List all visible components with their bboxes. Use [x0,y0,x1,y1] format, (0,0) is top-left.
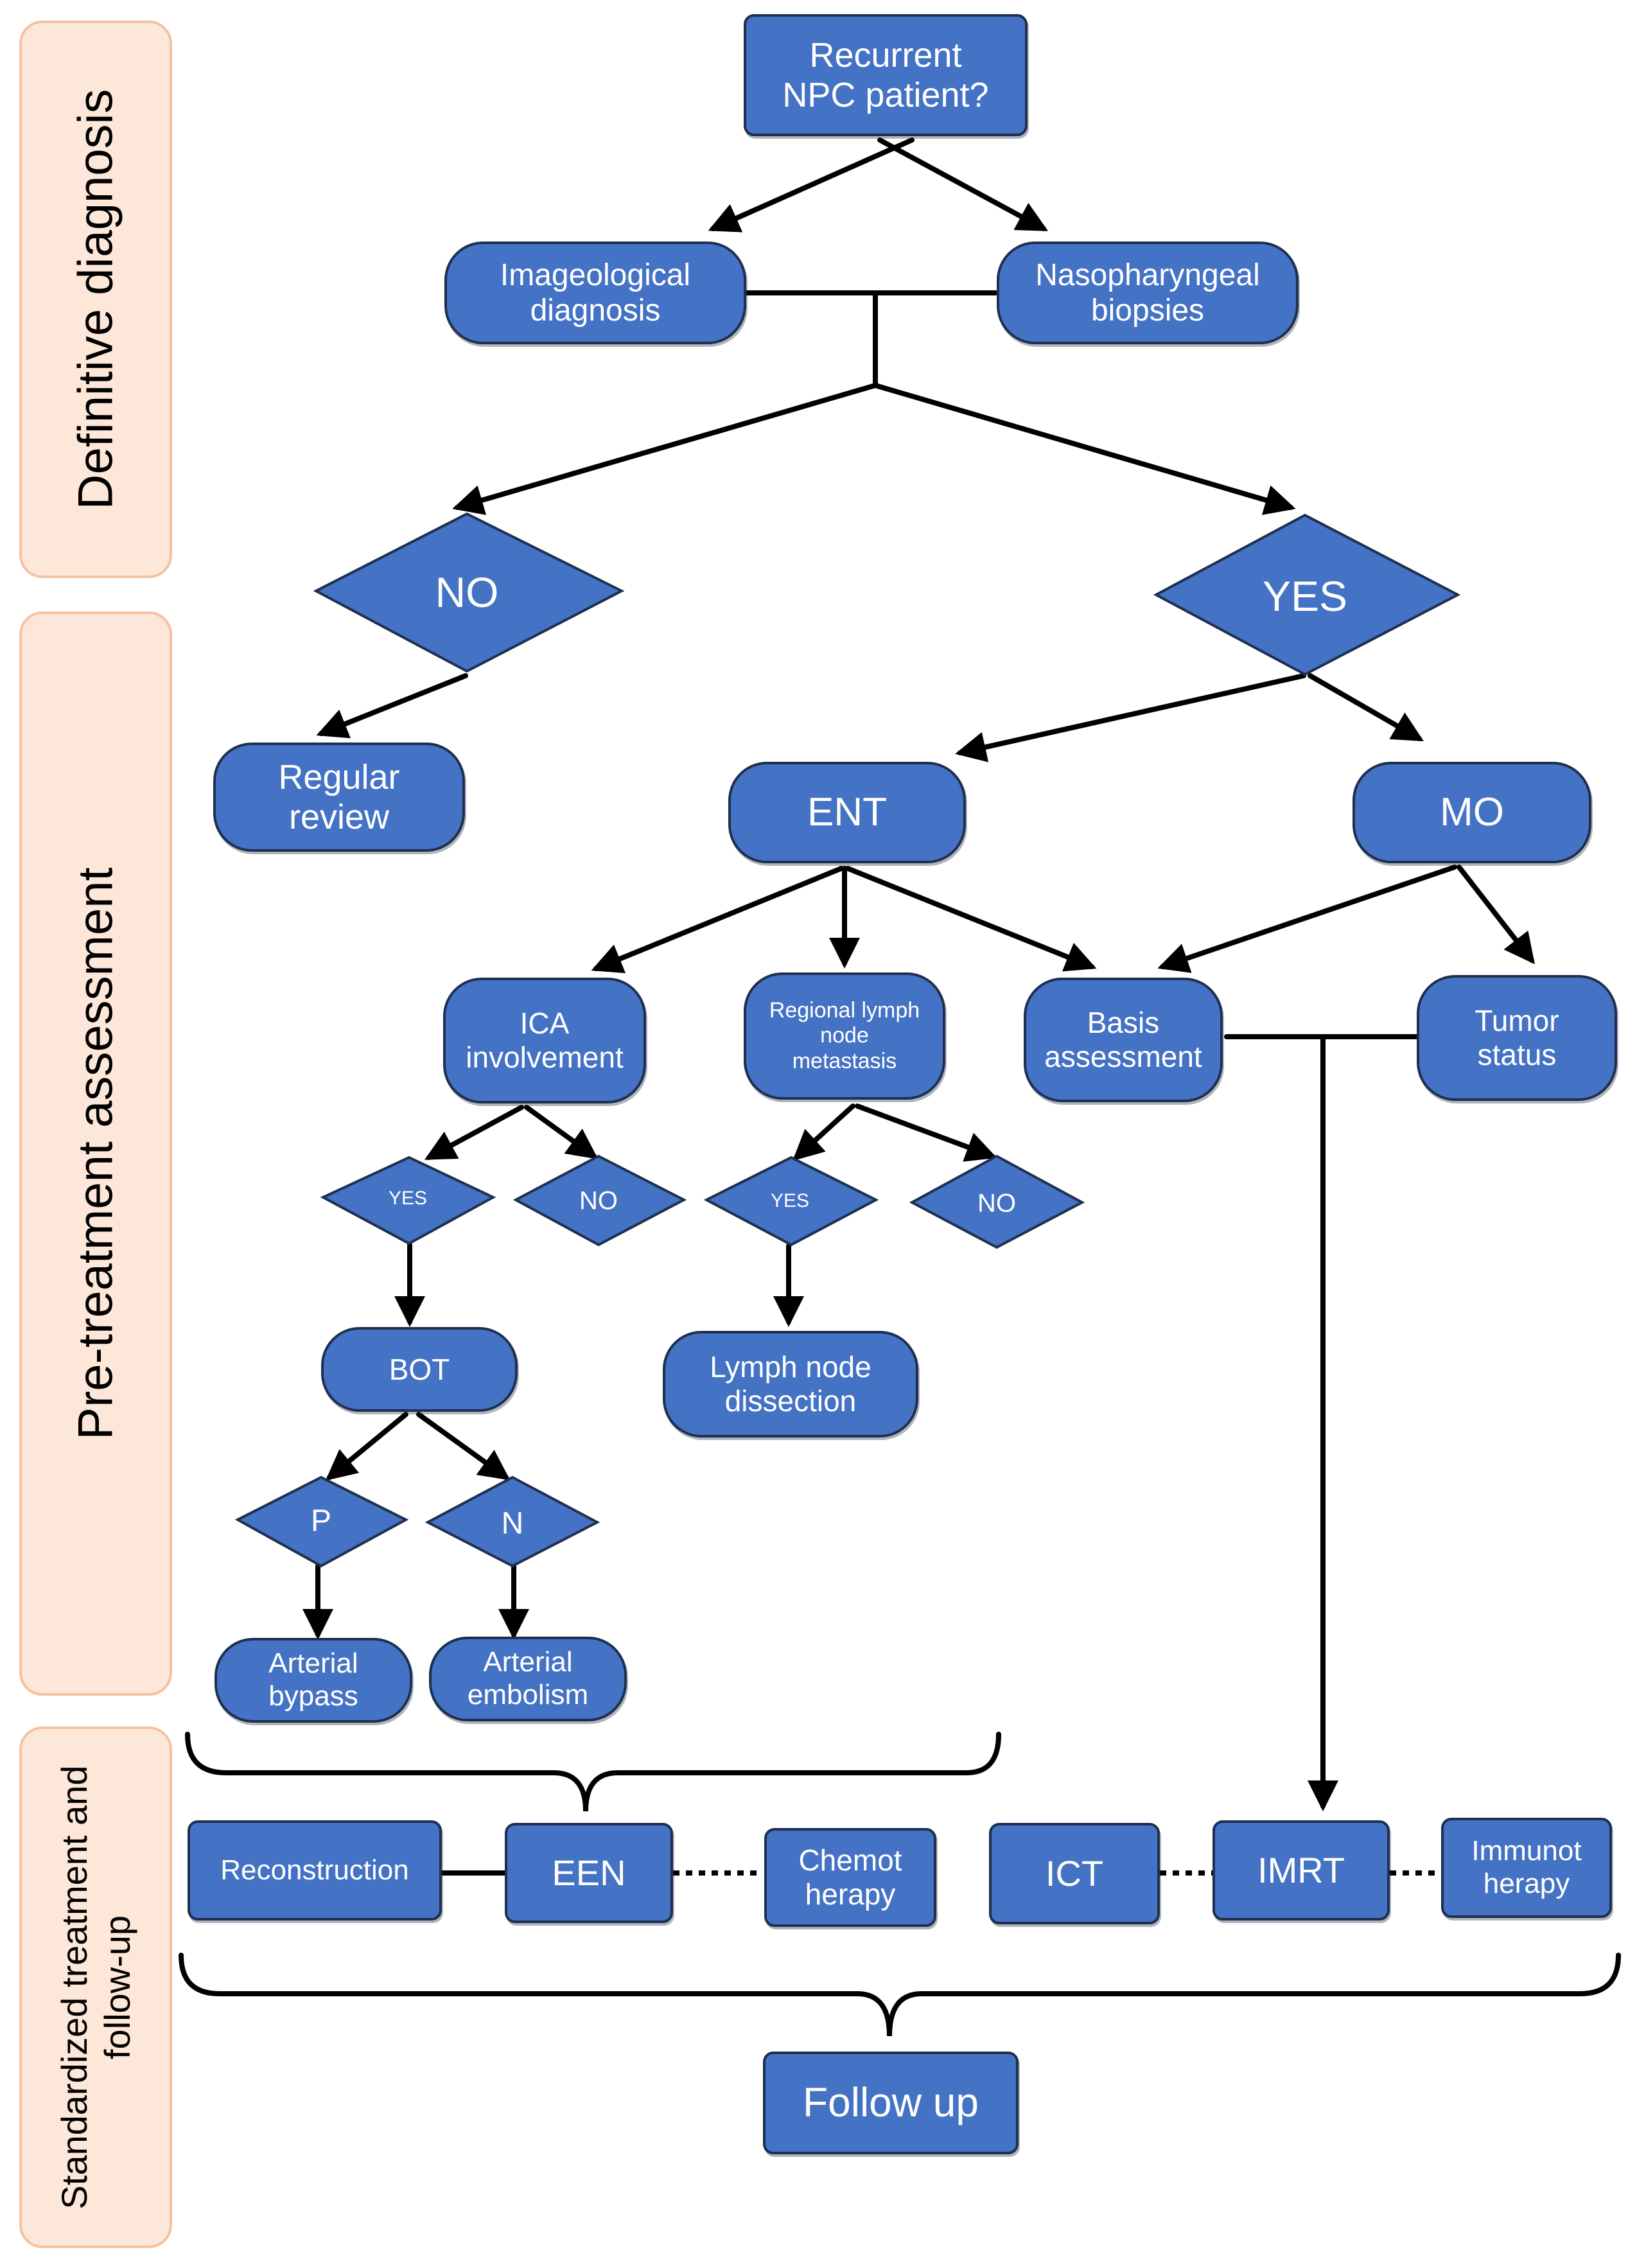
decision-yes-main [1153,513,1461,676]
brace-surgical [185,1732,1001,1812]
node-een: EEN [505,1823,673,1923]
node-arterial-embolism-text: Arterial embolism [467,1646,589,1710]
node-ica-text: ICA involvement [466,1007,624,1074]
node-bot-text: BOT [389,1352,450,1386]
node-basis-assessment: Basis assessment [1024,978,1223,1102]
decision-regional-yes-label: YES [770,1190,810,1211]
node-nasopharyngeal-biopsies: Nasopharyngeal biopsies [997,242,1299,344]
node-recurrent-npc: Recurrent NPC patient? [744,14,1028,136]
node-tumor-text: Tumor status [1475,1004,1559,1071]
decision-bot-p [234,1475,409,1568]
node-immunotherapy-text: Immunot herapy [1471,1835,1582,1899]
node-biopsies-text: Nasopharyngeal biopsies [1035,258,1260,328]
edge-ica-no [524,1105,599,1159]
node-basis-text: Basis assessment [1044,1006,1202,1073]
node-imrt-text: IMRT [1257,1849,1345,1890]
decision-no-main [313,512,625,673]
stage-standardized-treatment: Standardized treatment and follow-up [19,1727,172,2248]
edge-regional-yes [792,1103,855,1161]
node-regional-text: Regional lymph node metastasis [769,998,920,1073]
node-chemotherapy-text: Chemot herapy [798,1843,902,1911]
decision-regional-no-label: NO [977,1189,1016,1218]
edge-ent-ica [591,866,844,974]
node-imageological-text: Imageological diagnosis [500,258,691,328]
node-follow-up: Follow up [763,2052,1019,2154]
node-ent-text: ENT [807,790,887,835]
node-regular-review-text: Regular review [278,757,400,836]
edge-ent-basis [845,866,1097,972]
edge-recurrent-imageological [708,137,915,233]
node-chemotherapy: Chemot herapy [764,1828,936,1927]
stage-pretreatment-assessment: Pre-treatment assessment [19,611,172,1696]
edge-recurrent-biopsies [877,137,1049,231]
edge-yes-mo [1308,673,1424,741]
node-reconstruction: Reconstruction [188,1820,442,1921]
brace-all-treatment [179,1953,1621,2037]
node-regional-lymph-node: Regional lymph node metastasis [744,972,945,1100]
node-ent: ENT [728,762,966,863]
edge-ica-yes [424,1105,524,1160]
edge-no-regular-review [316,673,468,739]
node-immunotherapy: Immunot herapy [1441,1818,1612,1918]
edge-yes-ent [955,673,1306,762]
node-arterial-bypass: Arterial bypass [214,1638,412,1723]
decision-regional-yes [703,1156,879,1247]
node-ict: ICT [989,1823,1160,1924]
edge-join-no [452,383,878,515]
node-lymph-node-dissection: Lymph node dissection [663,1331,918,1437]
node-mo-text: MO [1440,790,1504,835]
edge-mo-basis [1157,865,1457,973]
node-reconstruction-text: Reconstruction [220,1854,409,1886]
node-follow-up-text: Follow up [803,2079,979,2126]
node-arterial-bypass-text: Arterial bypass [268,1648,358,1712]
node-ica-involvement: ICA involvement [443,978,646,1103]
node-arterial-embolism: Arterial embolism [429,1637,627,1721]
edge-bot-n [416,1412,511,1481]
decision-bot-p-label: P [310,1504,332,1538]
edge-join-yes [873,383,1296,515]
decision-ica-no [512,1154,687,1247]
node-tumor-status: Tumor status [1417,975,1617,1101]
node-lymph-dissection-text: Lymph node dissection [710,1350,871,1418]
node-een-text: EEN [552,1852,626,1893]
decision-ica-no-label: NO [579,1186,618,1215]
stage-definitive-diagnosis: Definitive diagnosis [19,21,172,578]
node-imageological-diagnosis: Imageological diagnosis [444,242,746,344]
edge-bot-p [325,1412,408,1481]
decision-no-main-label: NO [435,568,499,616]
edge-mo-tumor [1457,865,1535,965]
node-regular-review: Regular review [213,743,465,852]
node-recurrent-npc-text: Recurrent NPC patient? [782,35,989,114]
node-imrt: IMRT [1212,1820,1390,1921]
decision-yes-main-label: YES [1262,572,1348,620]
node-mo: MO [1352,762,1591,863]
decision-ica-yes [320,1156,496,1245]
decision-bot-n [425,1475,600,1568]
node-bot: BOT [321,1327,518,1412]
node-ict-text: ICT [1045,1852,1104,1894]
decision-regional-no [909,1154,1085,1249]
decision-ica-yes-label: YES [388,1188,428,1209]
decision-bot-n-label: N [501,1506,524,1541]
edge-regional-no [855,1103,997,1162]
